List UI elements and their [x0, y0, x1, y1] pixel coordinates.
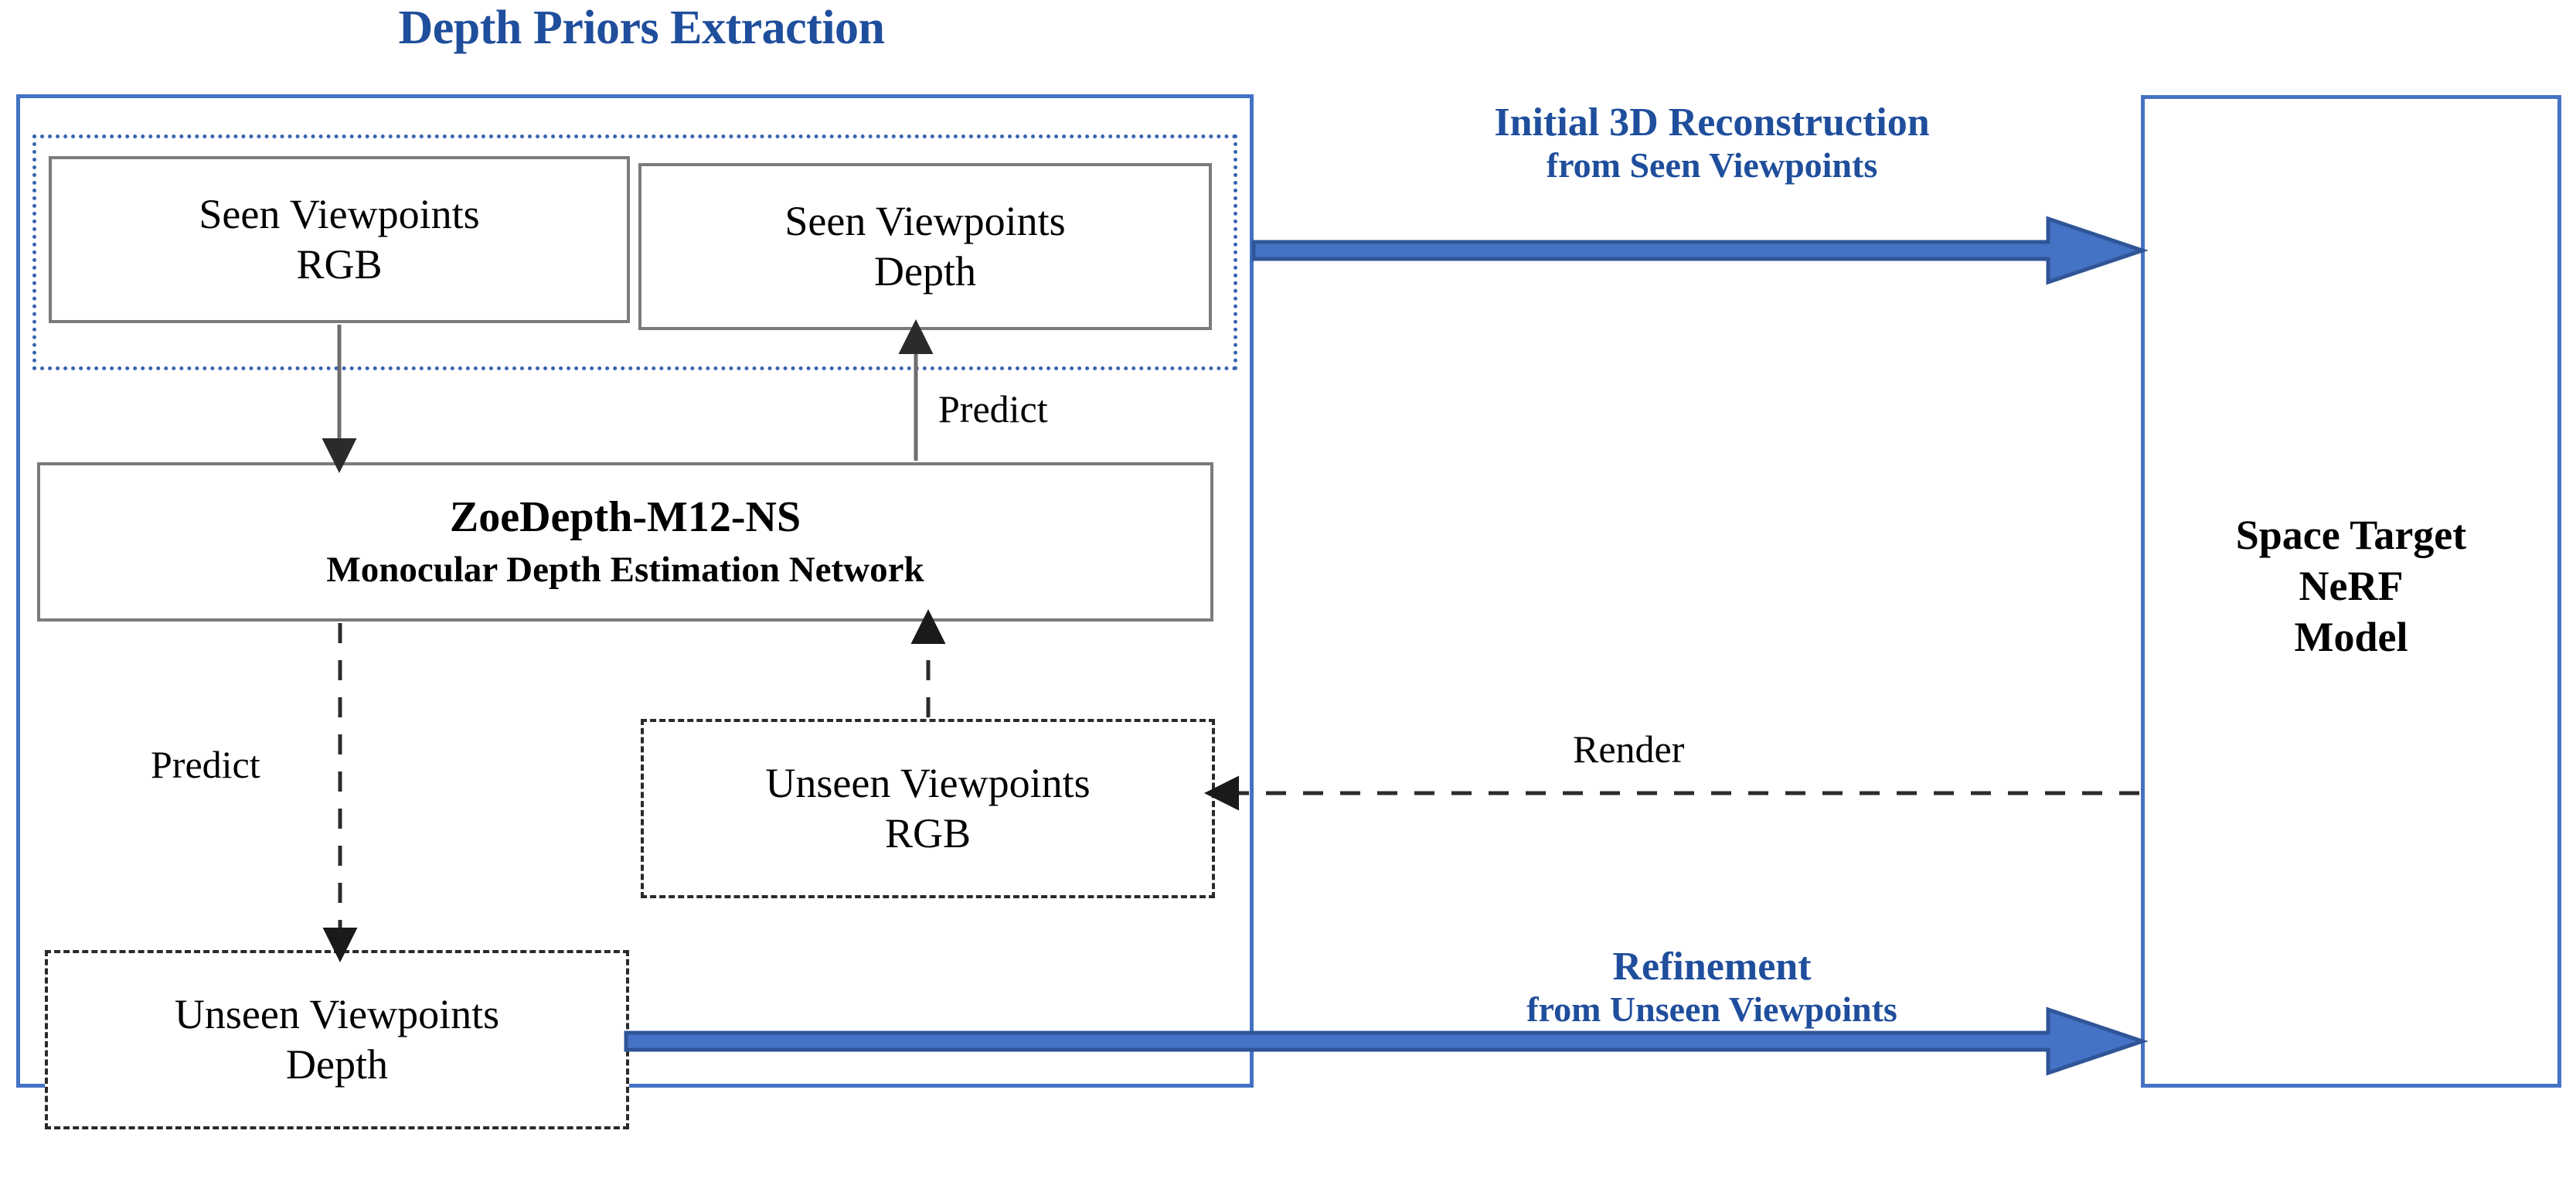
initial-reconstruction-line2: from Seen Viewpoints — [1546, 145, 1878, 186]
seen-viewpoints-group — [32, 135, 1237, 370]
space-target-nerf-label: Space Target NeRF Model — [2141, 510, 2561, 663]
seen-depth-line1: Seen Viewpoints — [784, 198, 1066, 245]
unseen-depth-line1: Unseen Viewpoints — [174, 991, 500, 1038]
seen-viewpoints-depth-box[interactable]: Seen Viewpoints Depth — [638, 163, 1212, 330]
refinement-line1: Refinement — [1612, 945, 1812, 989]
seen-rgb-line2: RGB — [296, 241, 383, 288]
predict-down-label: Predict — [151, 743, 260, 786]
unseen-viewpoints-depth-box[interactable]: Unseen Viewpoints Depth — [45, 950, 629, 1129]
render-label: Render — [1573, 727, 1685, 771]
unseen-viewpoints-rgb-box[interactable]: Unseen Viewpoints RGB — [641, 719, 1215, 898]
unseen-rgb-line2: RGB — [884, 810, 972, 857]
seen-viewpoints-rgb-box[interactable]: Seen Viewpoints RGB — [49, 156, 630, 323]
refinement-label: Refinement from Unseen Viewpoints — [1283, 945, 2141, 1030]
zoedepth-model-name: ZoeDepth-M12-NS — [449, 493, 801, 542]
nerf-line3: Model — [2294, 613, 2408, 660]
initial-reconstruction-line1: Initial 3D Reconstruction — [1494, 100, 1930, 145]
initial-reconstruction-arrow — [1251, 216, 2149, 285]
seen-depth-line2: Depth — [874, 248, 976, 295]
nerf-line2: NeRF — [2299, 562, 2404, 609]
refinement-line2: from Unseen Viewpoints — [1526, 989, 1897, 1030]
initial-reconstruction-label: Initial 3D Reconstruction from Seen View… — [1283, 100, 2141, 186]
seen-rgb-line1: Seen Viewpoints — [199, 191, 480, 238]
zoedepth-model-subtitle: Monocular Depth Estimation Network — [326, 550, 924, 591]
predict-up-label: Predict — [938, 387, 1048, 431]
unseen-depth-line2: Depth — [286, 1041, 388, 1088]
page-title: Depth Priors Extraction — [0, 2, 1283, 55]
space-target-nerf-panel — [2141, 95, 2561, 1088]
zoedepth-network-box[interactable]: ZoeDepth-M12-NS Monocular Depth Estimati… — [37, 462, 1213, 622]
page-title-text: Depth Priors Extraction — [398, 2, 885, 54]
nerf-line1: Space Target — [2235, 512, 2467, 558]
unseen-rgb-line1: Unseen Viewpoints — [765, 760, 1091, 807]
